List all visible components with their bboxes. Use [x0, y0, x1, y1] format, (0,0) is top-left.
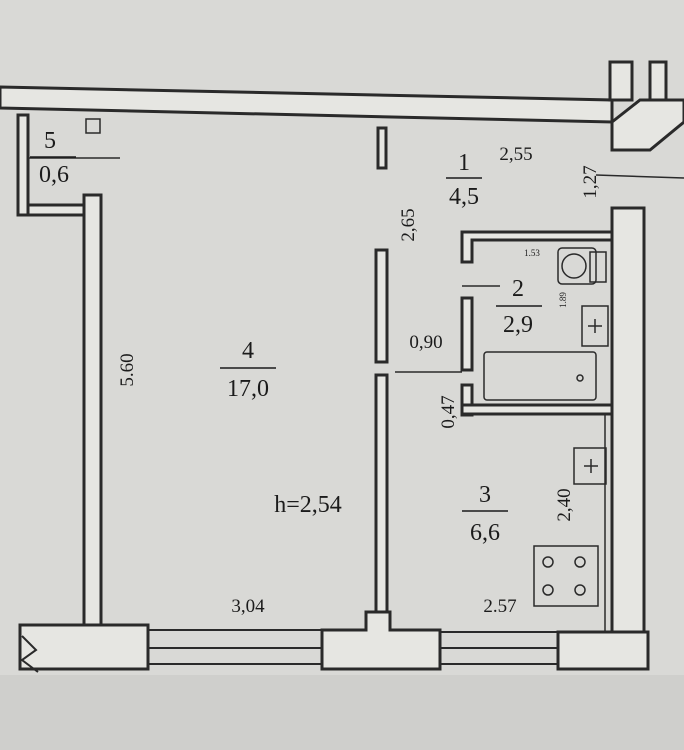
kitchen-fixtures: [533, 447, 607, 607]
room-3-number: 3: [479, 482, 491, 508]
bottom-margin: [0, 675, 684, 750]
left-partition-wall: [82, 193, 103, 627]
bathroom-top-wall: [460, 230, 614, 264]
room-5-area: 0,6: [39, 162, 69, 188]
room-3-area: 6,6: [470, 520, 500, 546]
dim-main-room-width: 3,04: [231, 596, 265, 617]
stove-burner-icon: [542, 584, 554, 596]
corridor-dim-line: [595, 174, 684, 179]
bottom-wall-right: [556, 630, 650, 671]
toilet-bowl-icon: [561, 253, 587, 279]
dim-corridor: 1,27: [580, 165, 601, 198]
room-4-number: 4: [242, 338, 254, 364]
stove-burner-icon: [574, 556, 586, 568]
central-partition-upper: [374, 248, 389, 364]
room-2-area: 2,9: [503, 312, 533, 338]
bottom-wall-left: [18, 623, 150, 671]
central-partition-top: [376, 126, 388, 170]
dim-kitchen-width: 2.57: [483, 596, 516, 617]
stove-icon: [533, 545, 599, 607]
dim-kitchen-length: 2,40: [554, 488, 575, 521]
bathtub-icon: [483, 351, 597, 401]
kitchen-sink-icon: [573, 447, 607, 485]
sink-icon: [581, 305, 609, 347]
dim-passage: 0,47: [438, 395, 459, 428]
bottom-wall-pier: [320, 610, 442, 671]
room-1-area: 4,5: [449, 184, 479, 210]
room-4-area: 17,0: [227, 376, 269, 402]
room-1-number: 1: [458, 150, 470, 176]
toilet-icon: [557, 247, 597, 285]
dim-hall-length: 2,65: [398, 208, 419, 241]
room-2-number: 2: [512, 276, 524, 302]
break-mark-icon: [20, 635, 39, 673]
stove-burner-icon: [574, 584, 586, 596]
dim-bath-door: 0,90: [409, 332, 442, 353]
bathroom-left-wall: [460, 296, 474, 372]
top-right-wall-segment: [608, 60, 634, 102]
bathroom-fixtures: [483, 247, 609, 401]
corner-wall: [610, 98, 684, 152]
vent-box: [85, 118, 101, 134]
bathtub-drain-icon: [576, 374, 584, 382]
right-wall: [610, 206, 646, 640]
dim-bath-width: 1.89: [558, 292, 568, 308]
room-5-number: 5: [44, 128, 56, 154]
closet-left-wall: [16, 113, 30, 217]
ceiling-height-label: h=2,54: [274, 492, 342, 518]
dim-bath-length: 1.53: [524, 248, 540, 258]
toilet-tank-icon: [589, 251, 607, 283]
dim-left-room-length: 5.60: [117, 353, 138, 386]
stove-burner-icon: [542, 556, 554, 568]
bathroom-bottom-wall: [460, 403, 614, 416]
central-partition-lower: [374, 373, 389, 617]
dim-hall-width: 2,55: [499, 144, 532, 165]
